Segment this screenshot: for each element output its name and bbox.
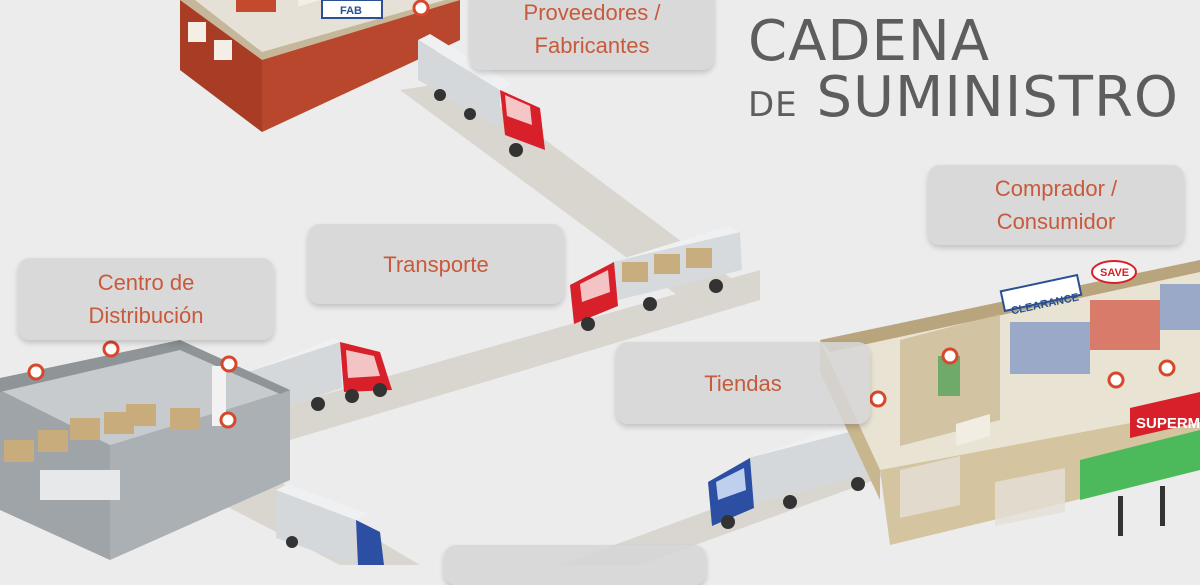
store-awning [1080,430,1200,500]
marker-dot [102,340,120,358]
label-transporte-line1: Transporte [383,251,489,277]
factory-sign: FAB [340,5,362,17]
store-building: CLEARANCE SAVE SUPERM [820,260,1200,545]
label-centro-line2: Distribución [88,303,204,328]
store-shelves [938,284,1200,396]
distribution-center [0,340,290,560]
marker-dot [869,390,887,408]
truck-red-transport [570,226,742,331]
label-tiendas: Tiendas [616,342,870,424]
location-markers [27,0,1176,429]
label-tiendas-line1: Tiendas [704,370,782,396]
label-bottom-partial [444,545,706,585]
label-centro-distribucion: Centro de Distribución [18,258,274,340]
label-proveedores-line1: Proveedores / [523,0,661,25]
marker-dot [219,411,237,429]
diagram-title-line2: DE SUMINISTRO [748,66,1179,137]
marker-dot [412,0,430,17]
label-transporte: Transporte [308,224,564,304]
diagram-title-line1: CADENA [748,9,991,74]
factory-building: FAB [180,0,460,132]
label-centro-line1: Centro de [97,270,195,295]
label-comprador-line2: Consumidor [996,209,1116,234]
diagram-title-prefix: DE [748,85,798,125]
supply-chain-illustration: FAB [0,0,1200,565]
truck-blue-bottom [276,484,384,565]
label-proveedores: Proveedores / Fabricantes [470,0,714,70]
road-transport-to-dc [270,270,760,440]
marker-dot [941,347,959,365]
label-proveedores-line2: Fabricantes [534,33,650,58]
truck-red-factory [418,34,545,157]
super-sign: SUPERM [1136,415,1200,432]
marker-dot [1158,359,1176,377]
marker-dot [220,355,238,373]
dc-boxes [4,404,200,500]
save-sign: SAVE [1100,267,1129,279]
label-comprador-line1: Comprador / [994,176,1118,201]
marker-dot [1107,371,1125,389]
diagram-title-main: SUMINISTRO [816,65,1179,130]
marker-dot [27,363,45,381]
label-comprador: Comprador / Consumidor [928,165,1184,245]
